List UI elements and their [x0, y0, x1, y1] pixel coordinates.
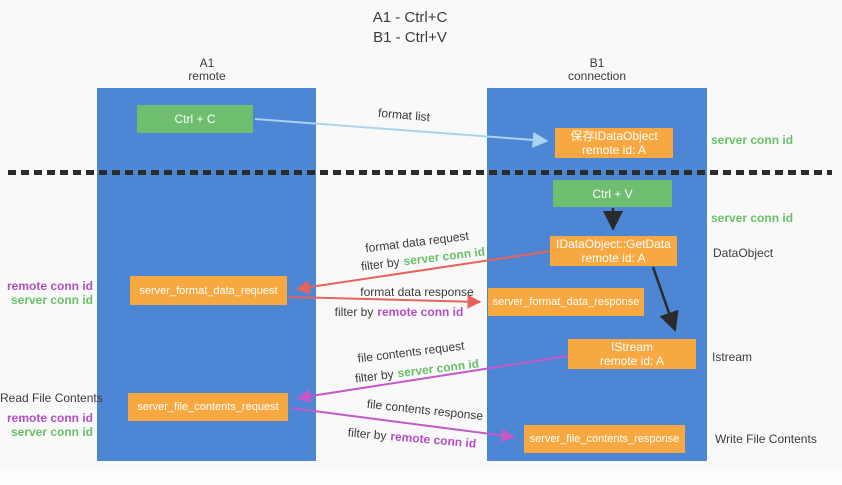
- remote-conn-id-text: remote conn id: [389, 429, 477, 451]
- read-file-contents-label: Read File Contents: [0, 391, 103, 405]
- server-conn-id-left-label: server conn id: [10, 425, 93, 439]
- istream-line2: remote id: A: [599, 354, 665, 368]
- save-idataobject-line1: 保存IDataObject: [570, 129, 658, 143]
- getdata-line2: remote id: A: [581, 251, 646, 265]
- lane-b1-id: B1: [589, 56, 605, 70]
- bottom-strip: [0, 470, 842, 485]
- write-file-contents-label: Write File Contents: [715, 432, 817, 446]
- server-format-data-request-label: server_format_data_request: [139, 284, 278, 297]
- save-idataobject-node: 保存IDataObject remote id: A: [555, 128, 673, 158]
- title-line-1: A1 - Ctrl+C: [372, 9, 448, 26]
- server-format-data-response-node: server_format_data_response: [488, 288, 644, 316]
- ctrl-c-label: Ctrl + C: [174, 112, 216, 126]
- lane-a1-subtitle: remote: [188, 69, 226, 83]
- istream-side-label: Istream: [712, 350, 753, 364]
- filter-by-text: filter by: [354, 366, 395, 386]
- remote-conn-id-text: remote conn id: [377, 305, 464, 319]
- file-contents-response-label: file contents response: [366, 396, 484, 424]
- server-conn-id-right-top-label: server conn id: [711, 133, 794, 147]
- server-file-contents-request-label: server_file_contents_request: [137, 401, 279, 413]
- server-conn-id-text: server conn id: [396, 356, 480, 381]
- server-format-data-request-node: server_format_data_request: [130, 276, 287, 305]
- lane-b1-subtitle: connection: [567, 69, 627, 83]
- server-conn-id-left-label: server conn id: [10, 293, 93, 307]
- remote-conn-id-left-label: remote conn id: [6, 279, 93, 293]
- server-file-contents-request-node: server_file_contents_request: [128, 393, 288, 421]
- dataobject-label: DataObject: [713, 246, 774, 260]
- lane-a1-id: A1: [199, 56, 215, 70]
- ctrl-c-node: Ctrl + C: [137, 105, 253, 133]
- filter-by-text: filter by: [334, 305, 374, 319]
- lane-header-a1: A1 remote: [97, 57, 317, 83]
- remote-conn-id-left-label: remote conn id: [6, 411, 93, 425]
- lane-header-b1: B1 connection: [487, 57, 707, 83]
- server-conn-id-right-mid-label: server conn id: [711, 211, 794, 225]
- title-line-2: B1 - Ctrl+V: [373, 29, 447, 46]
- istream-line1: IStream: [610, 340, 653, 354]
- file-conn-id-left-labels: remote conn id server conn id: [0, 411, 93, 439]
- ctrl-v-node: Ctrl + V: [553, 180, 672, 207]
- format-conn-id-left-labels: remote conn id server conn id: [0, 279, 93, 307]
- server-file-contents-response-label: server_file_contents_response: [529, 433, 680, 445]
- server-file-contents-response-node: server_file_contents_response: [524, 425, 685, 453]
- getdata-line1: IDataObject::GetData: [556, 237, 671, 251]
- ctrl-v-label: Ctrl + V: [592, 186, 633, 201]
- filter-by-text: filter by: [347, 425, 388, 443]
- server-format-data-response-label: server_format_data_response: [492, 296, 640, 308]
- filter-by-text: filter by: [360, 254, 401, 274]
- diagram-title: A1 - Ctrl+C B1 - Ctrl+V: [290, 8, 530, 48]
- format-data-response-label: format data response: [360, 285, 474, 299]
- save-idataobject-line2: remote id: A: [581, 143, 647, 157]
- phase-separator-dashed-line: [8, 170, 832, 175]
- idataobject-getdata-node: IDataObject::GetData remote id: A: [550, 236, 677, 266]
- format-list-label: format list: [377, 105, 431, 125]
- istream-node: IStream remote id: A: [568, 339, 696, 369]
